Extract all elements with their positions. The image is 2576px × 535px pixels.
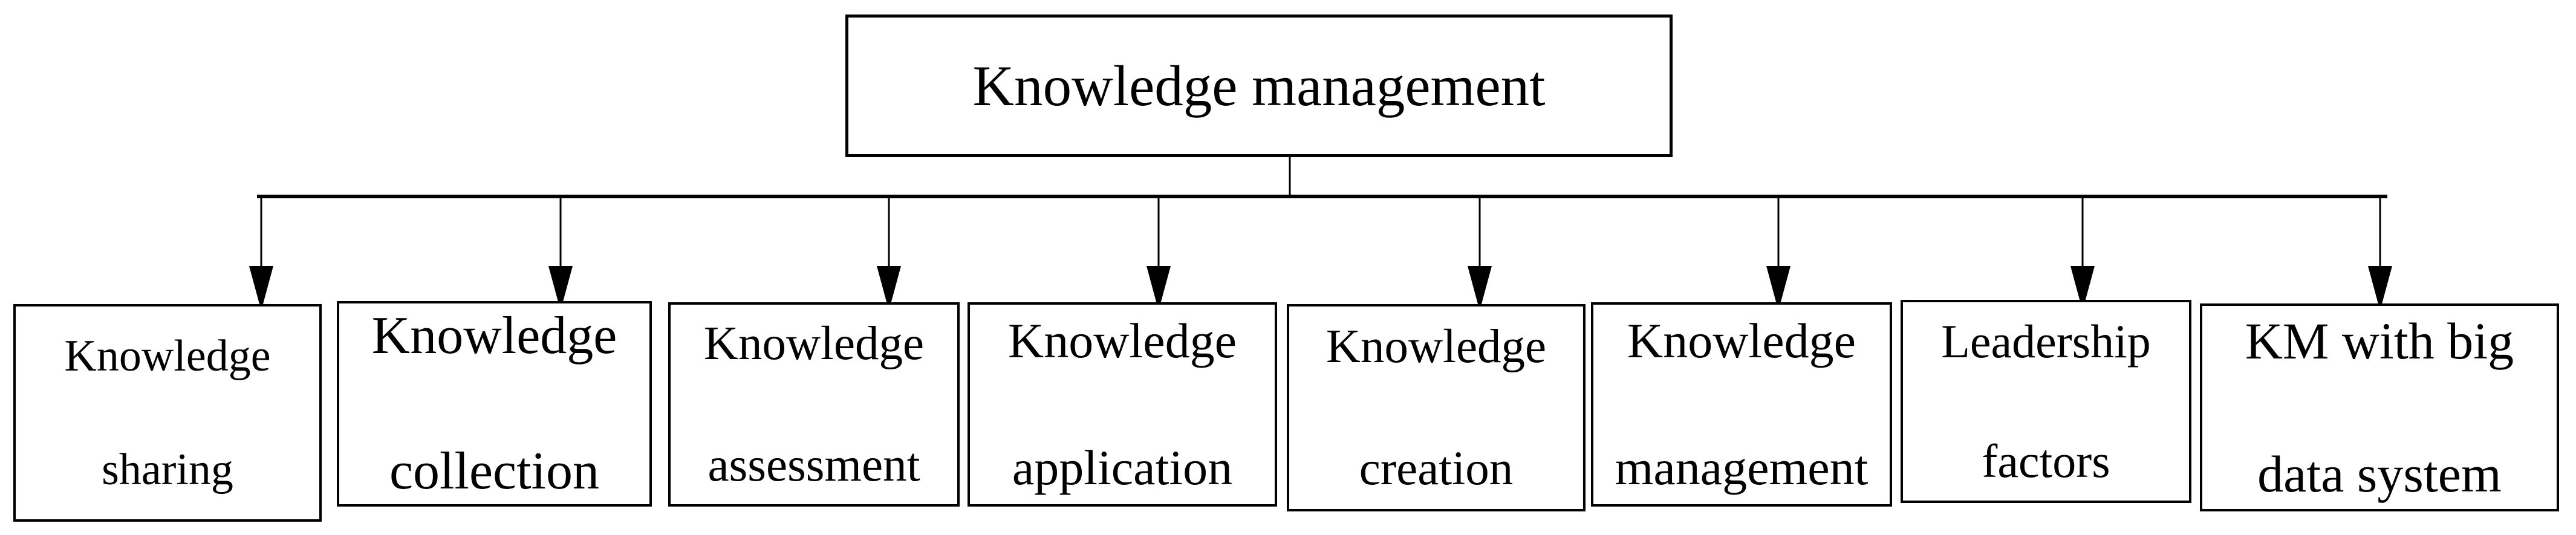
node-label-line1: Knowledge <box>1007 313 1237 369</box>
arrowhead-down-icon <box>2368 266 2392 311</box>
node-label-line1: Knowledge <box>371 306 617 365</box>
child-node-km-with-big-data-system: KM with big data system <box>2200 303 2559 511</box>
node-label-line1: Leadership <box>1941 314 2151 368</box>
arrowhead-down-icon <box>2070 266 2095 311</box>
node-label-line2: sharing <box>102 445 233 495</box>
node-label-line1: Knowledge <box>703 317 925 370</box>
arrowhead-down-icon <box>1766 266 1791 311</box>
node-label-line1: Knowledge <box>64 331 271 381</box>
root-node-label: Knowledge management <box>972 53 1546 118</box>
child-node-knowledge-sharing: Knowledge sharing <box>13 304 322 522</box>
node-label-line2: assessment <box>707 439 920 492</box>
node-label-line2: management <box>1615 439 1869 495</box>
child-node-knowledge-creation: Knowledge creation <box>1287 304 1586 511</box>
node-label-line2: application <box>1012 439 1233 495</box>
arrowhead-down-icon <box>249 266 273 311</box>
root-node-knowledge-management: Knowledge management <box>845 15 1673 157</box>
child-node-knowledge-application: Knowledge application <box>968 302 1277 507</box>
node-label-line1: KM with big <box>2245 312 2514 371</box>
child-node-knowledge-assessment: Knowledge assessment <box>668 302 960 507</box>
node-label-line2: collection <box>389 442 599 501</box>
node-label-line1: Knowledge <box>1627 313 1856 369</box>
node-label-line2: data system <box>2257 444 2502 503</box>
node-label-line1: Knowledge <box>1325 320 1547 374</box>
node-label-line2: factors <box>1982 435 2110 488</box>
arrowhead-down-icon <box>1468 266 1492 311</box>
node-label-line2: creation <box>1359 442 1514 495</box>
child-node-knowledge-management: Knowledge management <box>1591 302 1892 507</box>
child-node-leadership-factors: Leadership factors <box>1901 300 2191 503</box>
arrowhead-down-icon <box>548 266 573 311</box>
child-node-knowledge-collection: Knowledge collection <box>337 301 652 507</box>
arrowhead-down-icon <box>877 266 901 311</box>
arrowhead-down-icon <box>1147 266 1171 311</box>
